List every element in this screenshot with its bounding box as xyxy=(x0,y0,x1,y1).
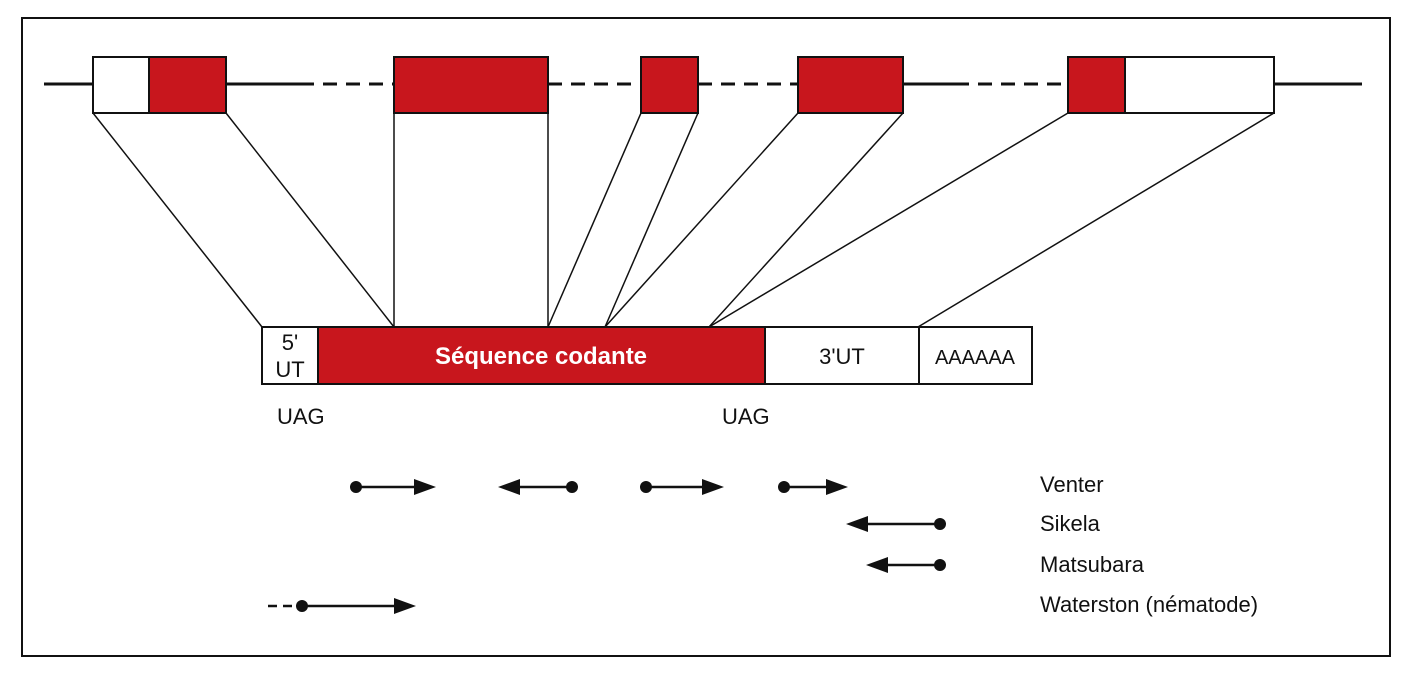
exon-5-coding xyxy=(1067,56,1126,114)
exon-5 xyxy=(1067,56,1275,114)
utr5-box xyxy=(261,326,319,385)
legend-waterston: Waterston (nématode) xyxy=(1040,592,1258,617)
exon-5-utr xyxy=(1124,56,1275,114)
utr3-label: 3'UT xyxy=(819,344,865,369)
legend-matsubara: Matsubara xyxy=(1040,552,1145,577)
coding-sequence-label: Séquence codante xyxy=(435,343,647,370)
waterston-tag-arrow xyxy=(268,598,416,614)
mrna-transcript: 5' UT Séquence codante 3'UT AAAAAA xyxy=(261,326,1033,385)
legend: Venter Sikela Matsubara Waterston (némat… xyxy=(1040,472,1258,617)
utr5-label-line1: 5' xyxy=(282,330,298,355)
venter-tag-arrow xyxy=(640,479,724,495)
exon-1-coding xyxy=(148,56,227,114)
venter-tag-arrow xyxy=(778,479,848,495)
legend-venter: Venter xyxy=(1040,472,1104,497)
exon-1 xyxy=(92,56,227,114)
polya-tail-box xyxy=(918,326,1033,385)
exon-3 xyxy=(640,56,699,114)
start-codon-label: UAG xyxy=(277,404,325,429)
exon-4 xyxy=(797,56,904,114)
matsubara-tag-arrow xyxy=(866,557,946,573)
exon-2 xyxy=(393,56,549,114)
venter-tag-arrow xyxy=(498,479,578,495)
stop-codon-label: UAG xyxy=(722,404,770,429)
legend-sikela: Sikela xyxy=(1040,511,1101,536)
exon-1-utr xyxy=(92,56,150,114)
sequence-tags xyxy=(268,479,946,614)
splicing-projection-lines xyxy=(92,112,1275,328)
polya-tail-label: AAAAAA xyxy=(935,347,1016,369)
figure-frame xyxy=(21,17,1391,657)
utr5-label-line2: UT xyxy=(275,357,304,382)
venter-tag-arrow xyxy=(350,479,436,495)
sikela-tag-arrow xyxy=(846,516,946,532)
